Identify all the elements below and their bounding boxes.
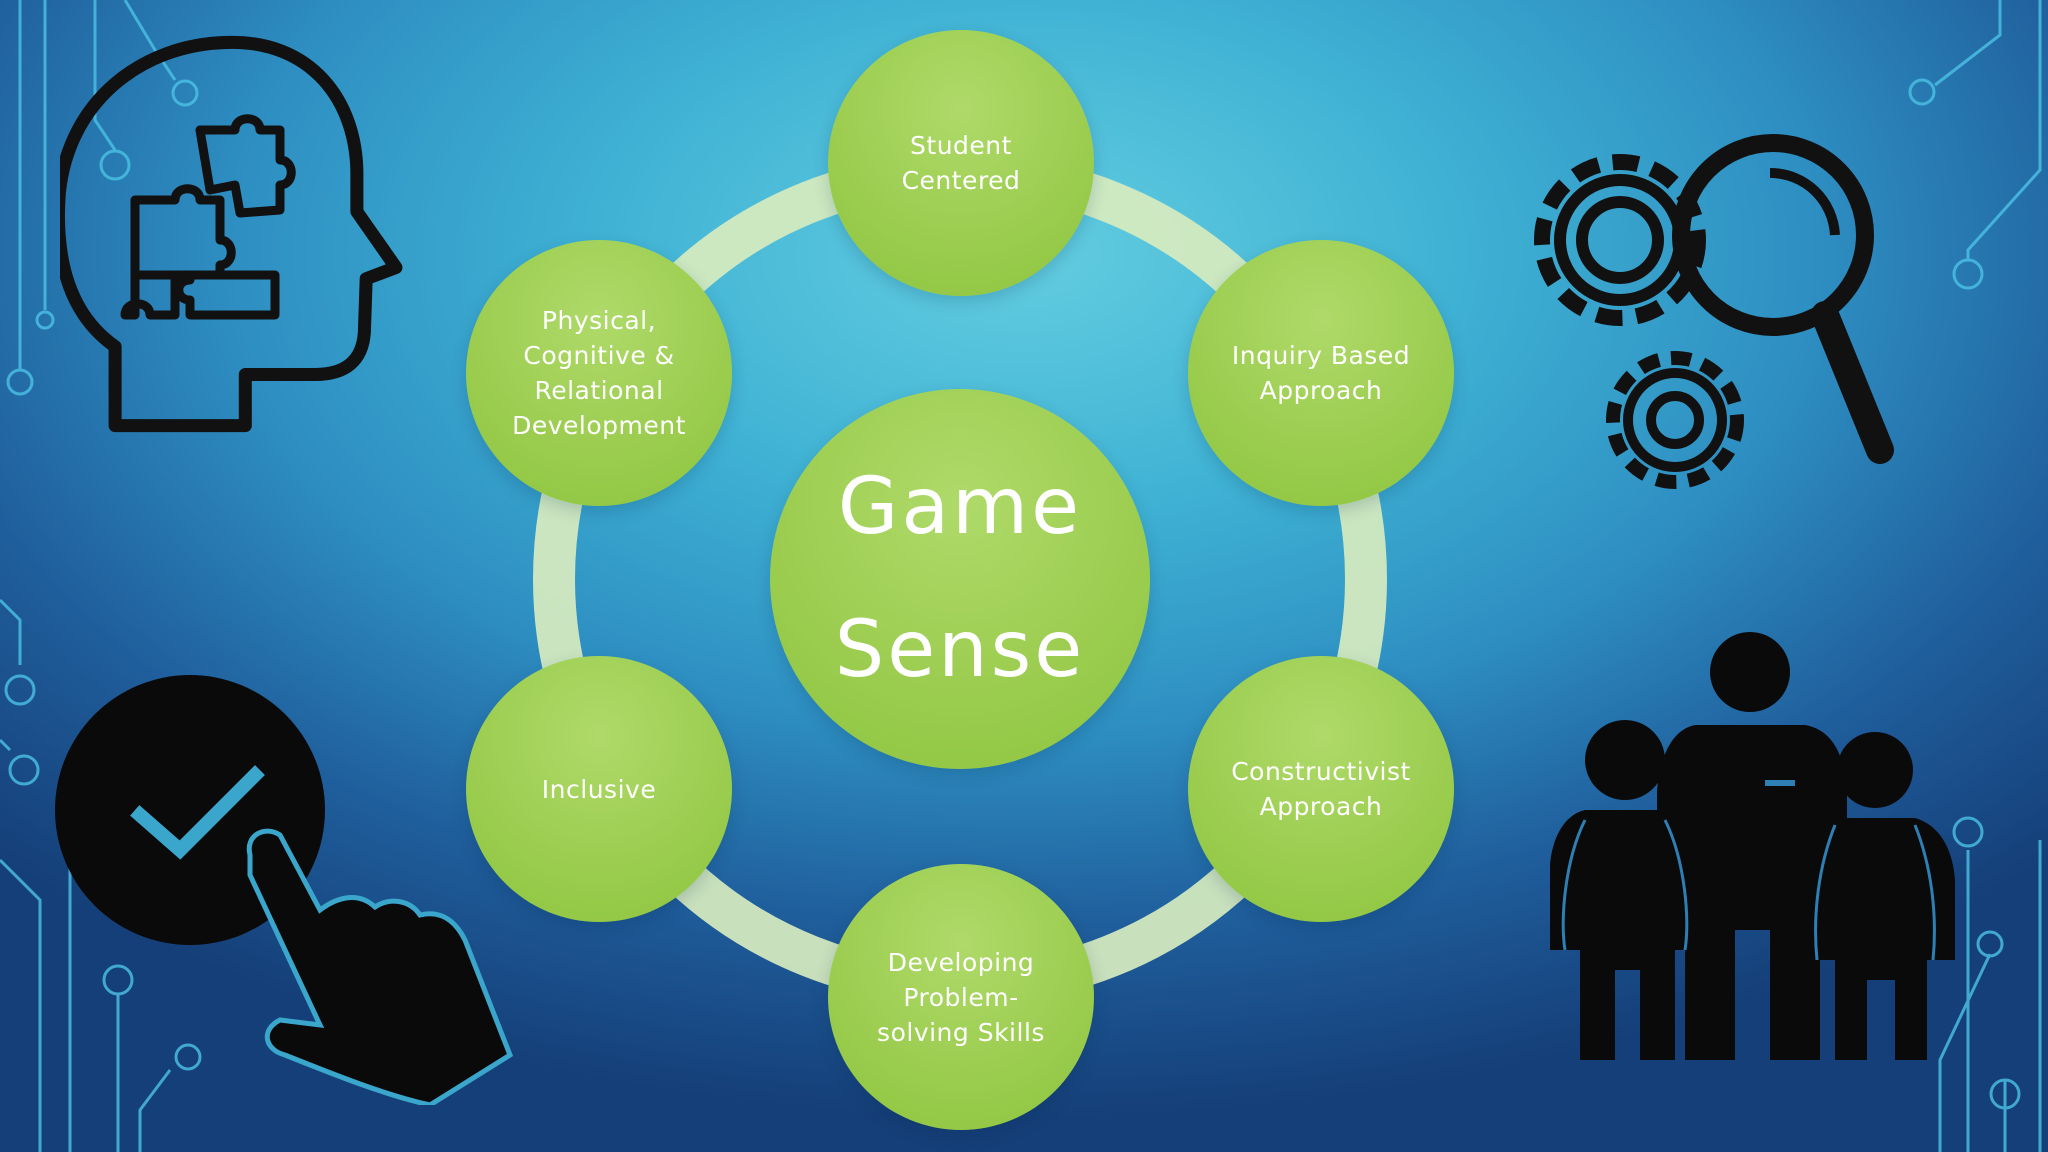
- node-label: Constructivist Approach: [1231, 757, 1411, 821]
- center-title: Game Sense: [834, 462, 1086, 695]
- node-label: Physical, Cognitive & Relational Develop…: [512, 306, 686, 440]
- node-inclusive: Inclusive: [466, 656, 732, 922]
- checkmark-hand-icon: [55, 675, 514, 1105]
- node-label: Inquiry Based Approach: [1231, 341, 1411, 405]
- node-constructivist-approach: Constructivist Approach: [1188, 656, 1454, 922]
- node-label: Inclusive: [541, 774, 657, 804]
- node-developing-problem-solving-skills: Developing Problem- solving Skills: [828, 864, 1094, 1130]
- node-label: Developing Problem- solving Skills: [877, 947, 1045, 1047]
- center-game-sense-circle: Game Sense: [770, 389, 1150, 769]
- teacher-students-icon: [1550, 632, 1955, 1060]
- node-label: Student Centered: [901, 131, 1021, 195]
- head-puzzle-icon: [60, 35, 403, 433]
- node-student-centered: Student Centered: [828, 30, 1094, 296]
- node-physical-cognitive-relational-development: Physical, Cognitive & Relational Develop…: [466, 240, 732, 506]
- gears-magnifier-icon: [1534, 134, 1894, 489]
- node-inquiry-based-approach: Inquiry Based Approach: [1188, 240, 1454, 506]
